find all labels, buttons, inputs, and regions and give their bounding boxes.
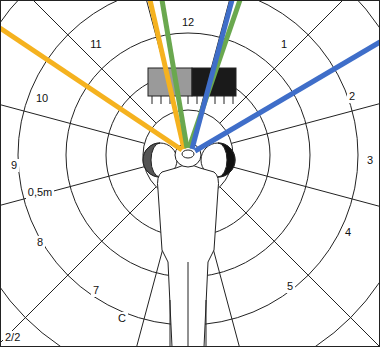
person <box>158 165 219 347</box>
key-leg <box>152 96 153 104</box>
radial-line <box>0 187 156 347</box>
head <box>182 150 194 158</box>
key-leg <box>161 96 162 104</box>
clock-number: 11 <box>88 38 103 51</box>
note-label: 2/2 <box>3 331 22 344</box>
key-leg <box>197 96 198 104</box>
note-label: C <box>116 312 128 325</box>
radial-line <box>0 70 145 144</box>
sight-line <box>192 0 232 149</box>
clock-number: 4 <box>343 226 353 239</box>
key-leg <box>233 96 234 104</box>
keys <box>152 96 233 104</box>
clock-number: 10 <box>34 92 50 105</box>
person <box>206 300 207 347</box>
clock-number: 12 <box>180 16 196 29</box>
clock-number: 1 <box>279 38 289 51</box>
person <box>188 262 189 347</box>
speaker <box>218 143 235 177</box>
key-leg <box>224 96 225 104</box>
sight-line <box>0 28 182 150</box>
radial-line <box>231 70 380 144</box>
clock-number: 5 <box>285 280 295 293</box>
radial-line <box>220 0 380 123</box>
radial-line <box>220 187 380 347</box>
speaker <box>143 143 160 177</box>
sight-line <box>195 42 380 151</box>
radial-line <box>231 167 380 241</box>
clock-number: 7 <box>91 284 101 297</box>
clock-number: 9 <box>9 159 19 172</box>
key-leg <box>188 96 189 104</box>
clock-number: 8 <box>35 236 45 249</box>
radial-line <box>0 167 145 241</box>
sight-line <box>189 0 240 148</box>
distance-label: 0,5m <box>26 186 54 199</box>
key-leg <box>215 96 216 104</box>
clock-number: 2 <box>347 90 357 103</box>
person <box>170 300 171 347</box>
radial-line <box>0 0 156 123</box>
clock-number: 3 <box>365 154 375 167</box>
